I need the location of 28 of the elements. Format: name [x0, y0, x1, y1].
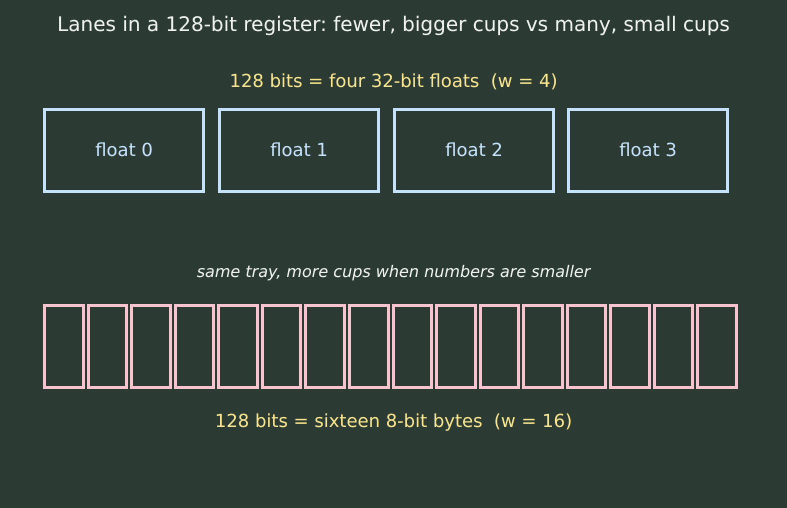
- lane-cell: [392, 304, 434, 389]
- lane-cell: [348, 304, 390, 389]
- lane-cell: [260, 304, 302, 389]
- lane-cell: [304, 304, 346, 389]
- lane-cell: [435, 304, 477, 389]
- note-text: 128 bits = four 32-bit floats (w = 4): [230, 70, 558, 94]
- lane-cell: [522, 304, 564, 389]
- float-lane: [567, 108, 729, 193]
- lane-cell: [86, 304, 128, 389]
- lane-cell: [478, 304, 520, 389]
- lane-label: float 3: [619, 139, 677, 163]
- lane-cell: [174, 304, 216, 389]
- float-lane: [393, 108, 555, 193]
- float-lane: [218, 108, 380, 193]
- lane-cell: [217, 304, 259, 389]
- lane-cell: [130, 304, 172, 389]
- title: Lanes in a 128-bit register: fewer, bigger cups vs many, small cups: [56, 11, 731, 38]
- lane-label: float 1: [270, 139, 328, 163]
- lane-label: float 0: [95, 139, 153, 163]
- lane-cell: [696, 304, 738, 389]
- lane-cell: [566, 304, 608, 389]
- float-lane: [43, 108, 205, 193]
- lane-cell: [609, 304, 651, 389]
- note-text: same tray, more cups when numbers are smaller: [196, 261, 590, 283]
- lane-cell: [43, 304, 85, 389]
- lane-label: float 2: [445, 139, 503, 163]
- note-text: 128 bits = sixteen 8-bit bytes (w = 16): [214, 410, 572, 434]
- lane-cell: [652, 304, 694, 389]
